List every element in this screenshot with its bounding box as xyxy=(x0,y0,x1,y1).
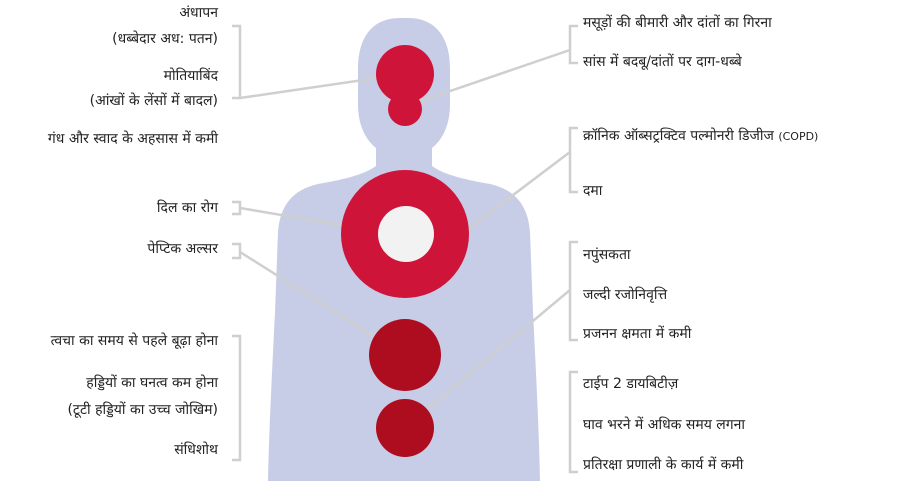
leader-heart xyxy=(232,202,240,214)
label-fracture-risk: (टूटी हड्डियों का उच्च जोखिम) xyxy=(67,401,218,419)
label-skin-aging: त्वचा का समय से पहले बूढ़ा होना xyxy=(51,332,218,350)
label-fertility: प्रजनन क्षमता में कमी xyxy=(583,325,691,343)
label-early-menopause: जल्दी रजोनिवृत्ति xyxy=(583,286,667,304)
label-wound-healing: घाव भरने में अधिक समय लगना xyxy=(583,416,745,434)
mouth-marker xyxy=(388,92,422,126)
label-blindness: अंधापन xyxy=(179,4,218,22)
heart-marker xyxy=(378,206,434,262)
label-impotence: नपुंसकता xyxy=(583,246,631,264)
label-smell-taste: गंध और स्वाद के अहसास में कमी xyxy=(48,130,218,148)
label-diabetes: टाईप 2 डायबिटीज़ xyxy=(583,375,678,393)
label-cataract: मोतियाबिंद xyxy=(164,67,218,85)
label-copd-abbr: (COPD) xyxy=(778,130,818,143)
label-peptic-ulcer: पेप्टिक अल्सर xyxy=(147,240,218,258)
leader-eyes xyxy=(232,26,240,98)
leader-lungs xyxy=(570,128,578,192)
label-cataract-note: (आंखों के लेंसों में बादल) xyxy=(90,92,218,110)
label-copd: क्रॉनिक ऑब्सट्रक्टिव पल्मोनरी डिजीज (COP… xyxy=(583,127,818,146)
label-gum-disease: मसूड़ों की बीमारी और दांतों का गिरना xyxy=(583,14,772,32)
label-bone-density: हड्डियों का घनत्व कम होना xyxy=(86,374,218,392)
leader-metabolic xyxy=(570,372,578,472)
leader-mouth xyxy=(570,26,578,63)
label-asthma: दमा xyxy=(583,182,602,200)
leader-reproductive xyxy=(570,242,578,340)
label-bad-breath: सांस में बदबू/दांतों पर दाग-धब्बे xyxy=(583,53,742,71)
label-immune: प्रतिरक्षा प्रणाली के कार्य में कमी xyxy=(583,456,743,474)
label-heart-disease: दिल का रोग xyxy=(157,199,218,217)
pelvis-marker xyxy=(376,399,434,457)
label-copd-name: क्रॉनिक ऑब्सट्रक्टिव पल्मोनरी डिजीज xyxy=(583,128,774,144)
leader-stomach xyxy=(232,244,240,258)
leader-lower-left xyxy=(232,336,240,460)
label-arthritis: संधिशोथ xyxy=(174,441,218,459)
label-blindness-note: (धब्बेदार अध: पतन) xyxy=(112,30,218,48)
stomach-marker xyxy=(369,319,441,391)
